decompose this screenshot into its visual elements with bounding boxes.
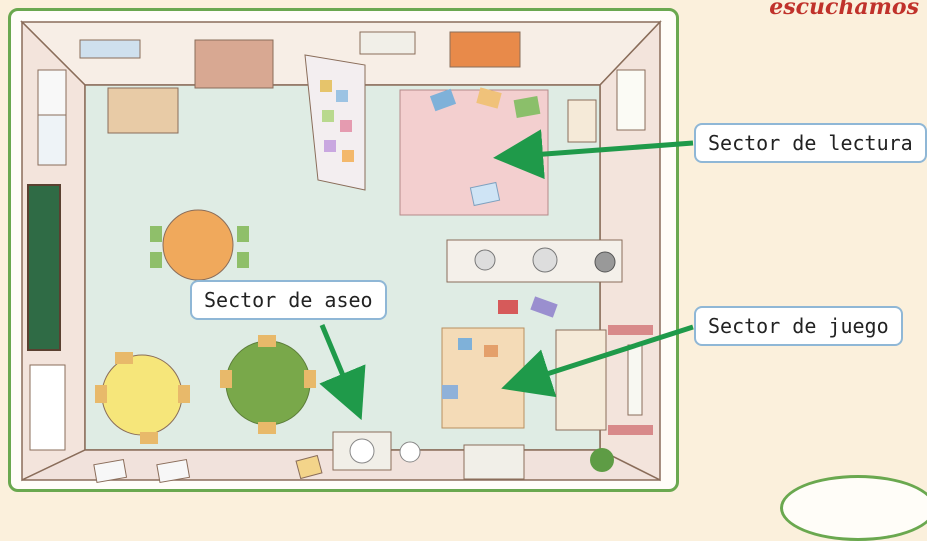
cubby-shelf [555, 329, 607, 431]
label-sector-aseo: Sector de aseo [190, 280, 387, 320]
arrow-aseo [319, 324, 366, 421]
wall-mask-decoration [449, 31, 521, 68]
corner-title: escuchamos [769, 0, 919, 20]
yellow-table [95, 352, 190, 444]
window-left-lower [37, 114, 67, 166]
arrow-lectura [493, 129, 694, 180]
orange-table [150, 209, 249, 281]
classroom-illustration [20, 20, 694, 484]
label-sector-lectura: Sector de lectura [694, 123, 927, 163]
plant-icon [590, 448, 614, 472]
wash-cabinet [463, 444, 525, 480]
hanging-sign [627, 344, 643, 416]
clock-icon [399, 441, 421, 463]
label-sector-juego: Sector de juego [694, 306, 903, 346]
window-right [616, 69, 646, 131]
door [194, 39, 274, 89]
small-cabinet [567, 99, 597, 143]
play-rug [441, 327, 525, 429]
arrow-juego [501, 324, 694, 398]
window-left [37, 69, 67, 121]
calendar [29, 364, 66, 451]
decorative-circle [780, 475, 927, 541]
wall-picture [359, 31, 416, 55]
wall-poster [79, 39, 141, 59]
teacher-desk [107, 87, 179, 134]
blackboard [27, 184, 61, 351]
green-table [220, 335, 316, 434]
